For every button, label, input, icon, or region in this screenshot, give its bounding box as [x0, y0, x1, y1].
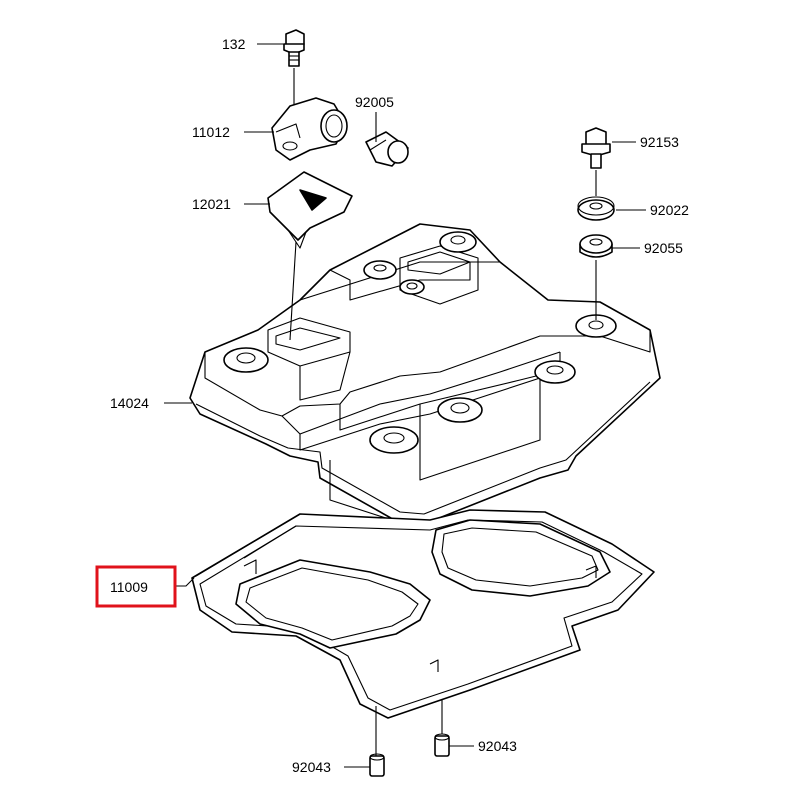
label-12021: 12021 — [192, 196, 231, 212]
label-92005: 92005 — [355, 94, 394, 110]
label-92055: 92055 — [644, 240, 683, 256]
cover-boss-3 — [437, 397, 483, 423]
washer-92022-drawing — [577, 196, 615, 221]
breather-cap-11012-drawing — [271, 97, 348, 161]
grommet-92055-drawing — [579, 234, 613, 320]
fitting-92005-drawing — [365, 131, 409, 167]
pin-92043-left-drawing — [369, 706, 385, 777]
cover-boss-1 — [223, 347, 269, 373]
cover-boss-6 — [439, 231, 477, 253]
label-92022: 92022 — [650, 202, 689, 218]
label-92043-right: 92043 — [478, 738, 517, 754]
cover-plate-12021-drawing — [267, 171, 353, 341]
label-14024: 14024 — [110, 395, 149, 411]
cover-boss-4 — [534, 360, 576, 384]
leader-lines — [164, 43, 646, 768]
gasket-drawing — [191, 509, 655, 719]
bolt-92153-drawing — [581, 127, 611, 196]
label-11012: 11012 — [192, 124, 230, 140]
pin-92043-right-drawing — [434, 700, 450, 757]
label-11009: 11009 — [110, 579, 148, 595]
head-cover-drawing — [189, 223, 661, 525]
cover-boss-7 — [363, 260, 397, 280]
cover-boss-2 — [369, 426, 419, 454]
label-92043-left: 92043 — [292, 759, 331, 775]
highlight-box — [95, 565, 177, 608]
label-92153: 92153 — [640, 134, 679, 150]
cover-boss-8 — [399, 279, 425, 295]
label-132: 132 — [222, 36, 246, 52]
bolt-132-drawing — [283, 29, 305, 136]
